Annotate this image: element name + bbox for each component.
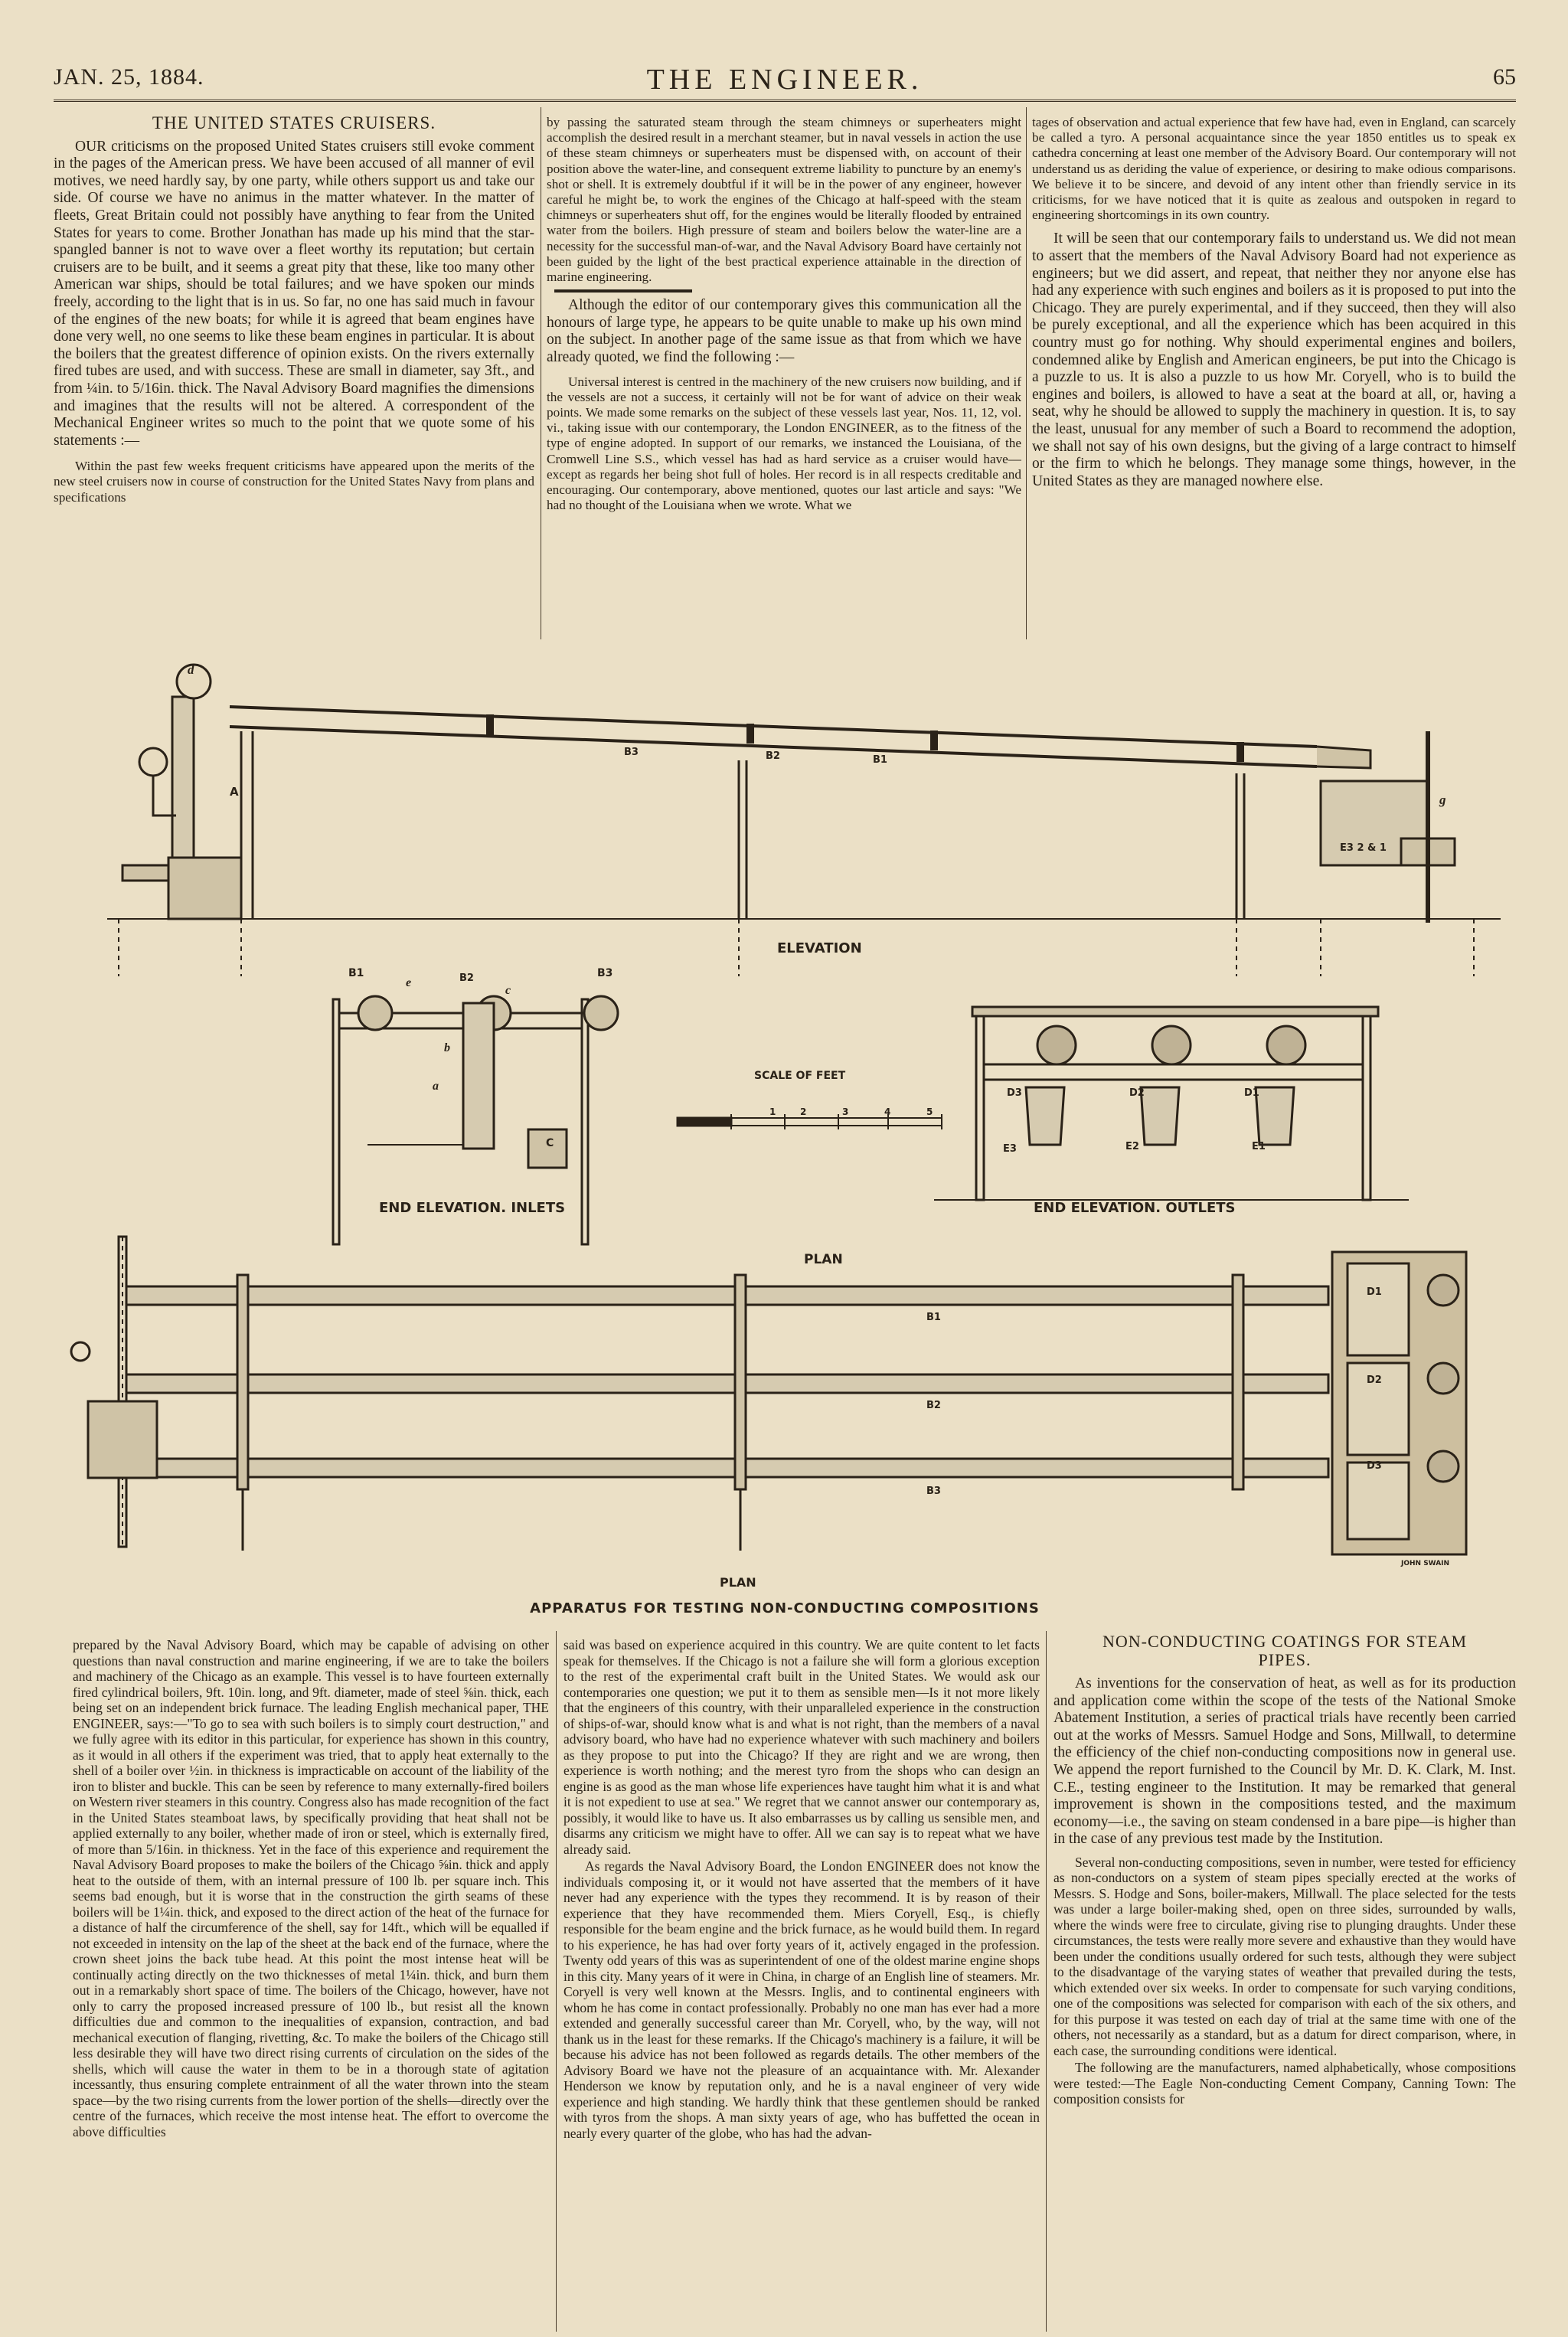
pipe-label-b1: B1 [873, 754, 887, 766]
letter-d: d [188, 662, 194, 677]
plan-label-bottom: PLAN [720, 1575, 756, 1590]
letter-C: C [546, 1137, 554, 1149]
letter-A: A [230, 785, 239, 799]
quoted-paragraph: As regards the Naval Advisory Board, the… [564, 1858, 1040, 2141]
quoted-paragraph: prepared by the Naval Advisory Board, wh… [73, 1637, 549, 2139]
column-rule [1026, 107, 1027, 639]
end-elevation-outlets-label: END ELEVATION. OUTLETS [1034, 1200, 1236, 1216]
letter-a: a [433, 1080, 439, 1093]
outlet-label-d3: D3 [1007, 1087, 1022, 1099]
top-column-2: by passing the saturated steam through t… [547, 115, 1021, 643]
plan-outlet-label-d1: D1 [1367, 1286, 1382, 1298]
section-divider [554, 289, 692, 293]
end-elevation-inlets-view [332, 995, 619, 1246]
scale-bar [676, 1114, 942, 1129]
plan-pipe-label-b3: B3 [926, 1486, 941, 1497]
article-paragraph: Although the editor of our contemporary … [547, 297, 1021, 366]
column-rule [556, 1631, 557, 2332]
top-column-3: tages of observation and actual experien… [1032, 115, 1516, 643]
elevation-label: ELEVATION [777, 940, 862, 956]
scale-tick-1: 1 [769, 1106, 776, 1117]
plan-outlet-label-d2: D2 [1367, 1374, 1382, 1386]
page-number: 65 [1493, 64, 1516, 90]
letter-g: g [1439, 793, 1446, 807]
page-header: JAN. 25, 1884. THE ENGINEER. 65 [54, 60, 1516, 102]
quoted-paragraph: by passing the saturated steam through t… [547, 115, 1021, 285]
end-elevation-outlets-view [934, 1005, 1409, 1201]
pipe-label-b3: B3 [624, 747, 639, 758]
outlet-label-e2: E2 [1125, 1141, 1139, 1152]
end-label-b3: B3 [597, 967, 613, 979]
end-label-b1: B1 [348, 967, 364, 979]
quoted-paragraph: Universal interest is centred in the mac… [547, 374, 1021, 513]
letter-e: e [406, 976, 412, 989]
column-rule [1046, 1631, 1047, 2332]
outlet-label-d1: D1 [1244, 1087, 1259, 1099]
letter-c: c [505, 984, 511, 997]
article-heading: NON-CONDUCTING COATINGS FOR STEAM PIPES. [1102, 1633, 1468, 1669]
scale-tick-5: 5 [926, 1106, 933, 1117]
bottom-column-1: prepared by the Naval Advisory Board, wh… [73, 1637, 549, 2330]
publication-title: THE ENGINEER. [646, 64, 923, 96]
bottom-column-2: said was based on experience acquired in… [564, 1637, 1040, 2330]
scale-tick-3: 3 [842, 1106, 849, 1117]
engraver-signature: JOHN SWAIN [1401, 1560, 1450, 1567]
issue-date: JAN. 25, 1884. [54, 64, 204, 90]
letter-b: b [444, 1041, 450, 1054]
quoted-paragraph: said was based on experience acquired in… [564, 1637, 1040, 1857]
elevation-view [107, 663, 1501, 976]
article-paragraph: OUR criticisms on the proposed United St… [54, 138, 534, 449]
apparatus-figure: ELEVATION B3 B2 B1 E3 2 & 1 g d A B1 B2 … [46, 647, 1524, 1620]
article-paragraph: The following are the manufacturers, nam… [1054, 2060, 1516, 2107]
scale-label: SCALE OF FEET [754, 1070, 846, 1082]
outlet-label-e3: E3 [1003, 1143, 1017, 1155]
plan-pipe-label-b2: B2 [926, 1400, 941, 1411]
article-paragraph: As inventions for the conservation of he… [1054, 1675, 1516, 1848]
quoted-paragraph: tages of observation and actual experien… [1032, 115, 1516, 223]
scale-tick-2: 2 [800, 1106, 807, 1117]
end-elevation-inlets-label: END ELEVATION. INLETS [379, 1200, 566, 1216]
top-column-1: THE UNITED STATES CRUISERS. OUR criticis… [54, 115, 534, 643]
outlet-label-d2: D2 [1129, 1087, 1145, 1099]
apparatus-drawing [70, 663, 1501, 1556]
pipe-label-b2: B2 [766, 750, 780, 762]
figure-caption: APPARATUS FOR TESTING NON-CONDUCTING COM… [530, 1600, 1040, 1616]
end-label-b2: B2 [459, 972, 474, 984]
plan-pipe-label-b1: B1 [926, 1312, 941, 1323]
outlet-label-e1: E1 [1252, 1141, 1266, 1152]
plan-label-top: PLAN [804, 1252, 843, 1267]
article-heading: THE UNITED STATES CRUISERS. [152, 115, 436, 132]
quoted-paragraph: Within the past few weeks frequent criti… [54, 459, 534, 505]
article-paragraph: It will be seen that our contemporary fa… [1032, 230, 1516, 489]
elevation-tank-label: E3 2 & 1 [1340, 842, 1387, 854]
bottom-column-3: NON-CONDUCTING COATINGS FOR STEAM PIPES.… [1054, 1633, 1516, 2331]
article-paragraph: Several non-conducting compositions, sev… [1054, 1854, 1516, 2058]
plan-view [70, 1235, 1468, 1556]
plan-outlet-label-d3: D3 [1367, 1460, 1382, 1472]
scale-tick-4: 4 [884, 1106, 891, 1117]
